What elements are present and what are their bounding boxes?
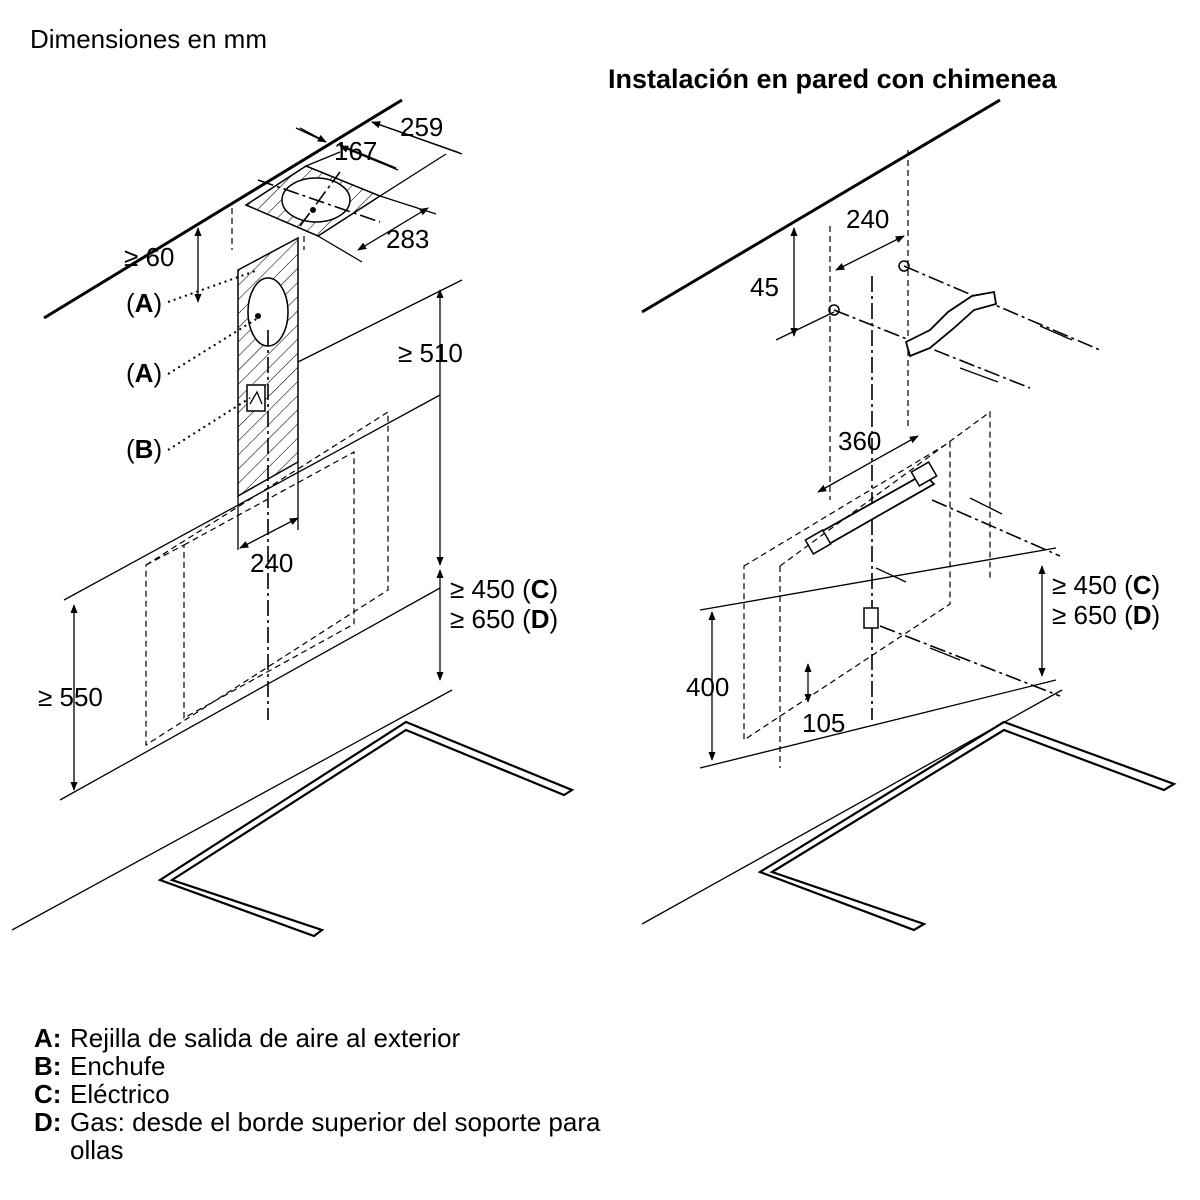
cooktop-frame-right — [757, 720, 1177, 932]
units-note: Dimensiones en mm — [30, 24, 267, 54]
top-mounting-bracket — [904, 290, 998, 358]
callout-b: (B) — [126, 434, 162, 464]
dim-283: 283 — [386, 224, 429, 254]
legend-key: D: — [34, 1107, 62, 1137]
dim-min-450-right: ≥ 450 (C) — [1052, 570, 1160, 600]
callout-a-1: (A) — [126, 288, 162, 318]
right-diagram: 240 45 360 400 105 ≥ 450 (C) ≥ 650 (D) — [641, 98, 1177, 932]
legend-key: C: — [34, 1079, 62, 1109]
legend: A: Rejilla de salida de aire al exterior… — [34, 1024, 630, 1164]
ceiling-line-right — [641, 98, 1001, 314]
dim-400: 400 — [686, 672, 729, 702]
ceiling-line-left — [43, 98, 403, 320]
socket-icon — [246, 384, 266, 412]
dim-min-510: ≥ 510 — [398, 338, 463, 368]
dim-240-right: 240 — [846, 204, 889, 234]
dim-min-60: ≥ 60 — [124, 242, 174, 272]
dim-167: 167 — [334, 136, 377, 166]
callout-a-2: (A) — [126, 358, 162, 388]
lower-mounting-clip — [863, 607, 879, 629]
dim-min-450-left: ≥ 450 (C) — [450, 574, 558, 604]
dim-min-550: ≥ 550 — [38, 682, 103, 712]
legend-item-b: B: Enchufe — [34, 1052, 630, 1080]
legend-key: A: — [34, 1023, 62, 1053]
legend-text: Enchufe — [70, 1051, 166, 1081]
legend-item-c: C: Eléctrico — [34, 1080, 630, 1108]
right-diagram-title: Instalación en pared con chimenea — [608, 64, 1058, 94]
legend-text: Eléctrico — [70, 1079, 170, 1109]
dim-259: 259 — [400, 112, 443, 142]
dim-45: 45 — [750, 272, 779, 302]
left-diagram: 259 167 283 ≥ 60 ≥ 510 240 ≥ 550 ≥ 450 (… — [11, 98, 575, 938]
dim-240-left: 240 — [250, 548, 293, 578]
legend-item-a: A: Rejilla de salida de aire al exterior — [34, 1024, 630, 1052]
dim-105: 105 — [802, 708, 845, 738]
cooktop-frame-left — [157, 720, 575, 938]
dim-min-650-right: ≥ 650 (D) — [1052, 600, 1160, 630]
legend-text: Gas: desde el borde superior del soporte… — [70, 1107, 601, 1165]
legend-text: Rejilla de salida de aire al exterior — [70, 1023, 461, 1053]
dim-min-650-left: ≥ 650 (D) — [450, 604, 558, 634]
legend-key: B: — [34, 1051, 62, 1081]
legend-item-d: D: Gas: desde el borde superior del sopo… — [34, 1108, 630, 1164]
dim-360: 360 — [838, 426, 881, 456]
